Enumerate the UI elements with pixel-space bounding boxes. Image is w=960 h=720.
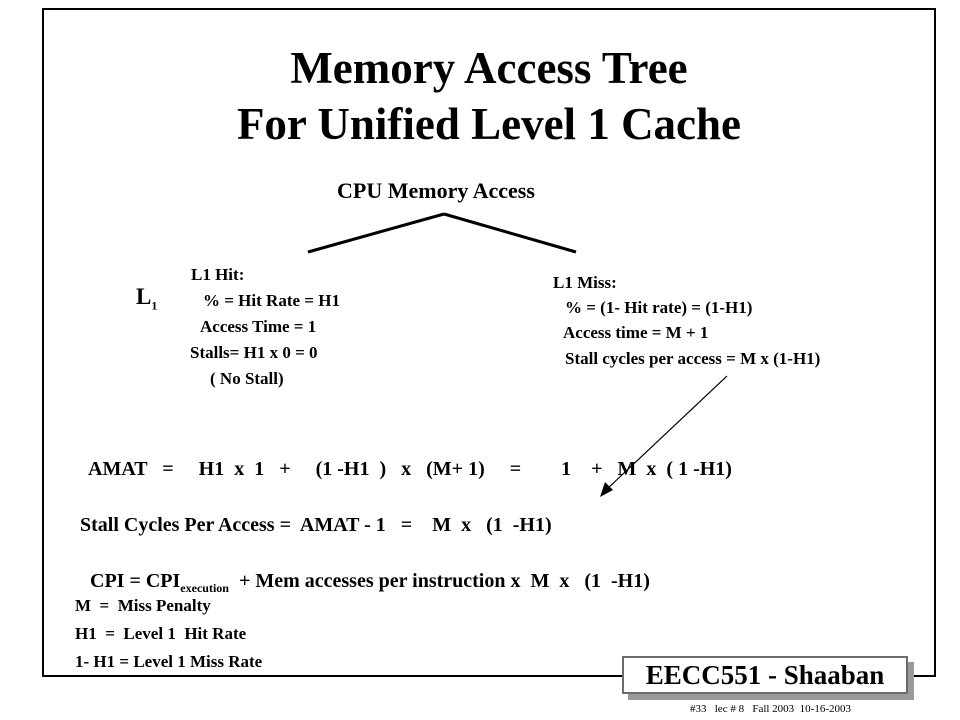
stall-cycles-formula: Stall Cycles Per Access = AMAT - 1 = M x… [80,514,552,536]
cpi-prefix: CPI = CPI [90,570,181,592]
slide-footer: #33 lec # 8 Fall 2003 10-16-2003 [690,703,852,715]
course-badge: EECC551 - Shaaban [622,656,908,694]
cpi-subscript: execution [180,581,229,595]
amat-formula: AMAT = H1 x 1 + (1 -H1 ) x (M+ 1) = 1 + … [88,458,732,480]
slide-title-line-1: Memory Access Tree [290,43,688,93]
cpi-suffix: + Mem accesses per instruction x M x (1 … [228,570,650,592]
cpi-formula: CPI = CPIexecution + Mem accesses per in… [80,547,650,596]
branch-miss-line [443,212,577,254]
miss-node-line: Stall cycles per access = M x (1-H1) [565,349,821,368]
definition-line: H1 = Level 1 Hit Rate [75,624,247,643]
miss-node-line: Access time = M + 1 [563,323,709,342]
level-subscript: 1 [151,298,158,313]
slide-frame [42,8,936,677]
branch-hit-line [307,212,445,254]
hit-node-line: % = Hit Rate = H1 [203,291,340,310]
pointer-arrow-line [605,375,728,491]
level-letter: L [136,284,152,309]
level-label: L1 [136,284,157,314]
slide-title-line-2: For Unified Level 1 Cache [236,99,742,149]
definition-line: 1- H1 = Level 1 Miss Rate [75,652,263,671]
miss-node-line: % = (1- Hit rate) = (1-H1) [565,298,753,317]
hit-node-line: Access Time = 1 [200,317,317,336]
miss-node-line: L1 Miss: [553,273,617,292]
pointer-arrow-head [600,482,613,497]
hit-node-line: L1 Hit: [191,265,245,284]
hit-node-line: ( No Stall) [210,369,284,388]
definition-line: M = Miss Penalty [75,596,211,615]
hit-node-line: Stalls= H1 x 0 = 0 [190,343,318,362]
root-node-label: CPU Memory Access [337,178,535,203]
